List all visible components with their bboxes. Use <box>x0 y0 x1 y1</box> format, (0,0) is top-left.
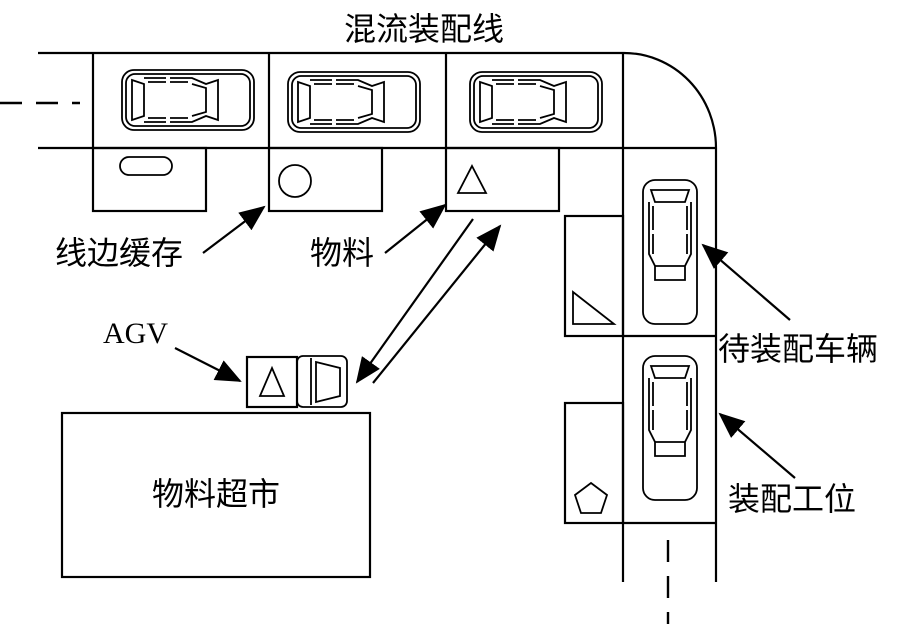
car-icon <box>642 179 698 325</box>
assembly-station-pointer-arrow <box>718 412 796 479</box>
assembly-station-label: 装配工位 <box>728 480 856 518</box>
conveyor-corner <box>623 51 718 149</box>
agv-material-triangle-icon <box>258 365 286 397</box>
material-label: 物料 <box>310 234 374 272</box>
line-side-buffer-label: 线边缓存 <box>55 234 183 272</box>
car-icon <box>121 69 255 131</box>
transport-arrow-to-line <box>372 224 502 384</box>
agv-pointer-arrow <box>174 347 242 382</box>
line-side-buffer-pointer-arrow <box>202 205 266 254</box>
material-supermarket-label: 物料超市 <box>152 475 280 513</box>
material-pentagon-icon <box>573 481 609 514</box>
agv-cab <box>296 355 348 408</box>
line-side-buffer-3 <box>444 146 561 213</box>
material-rounded-rect-icon <box>119 156 173 176</box>
vehicle-to-assemble-pointer-arrow <box>701 243 791 321</box>
material-right-triangle-icon <box>572 290 617 325</box>
material-triangle-icon <box>456 164 488 194</box>
transport-arrow-to-agv <box>355 218 474 384</box>
line-side-buffer-5 <box>563 401 625 525</box>
line-side-buffer-1 <box>91 146 208 213</box>
agv <box>245 355 348 409</box>
material-supermarket: 物料超市 <box>60 411 372 579</box>
car-icon <box>287 71 421 133</box>
agv-label: AGV <box>103 317 168 350</box>
vehicle-to-assemble-label: 待装配车辆 <box>718 330 878 368</box>
line-side-buffer-2 <box>267 146 384 213</box>
vertical-conveyor <box>621 148 718 624</box>
material-pointer-arrow <box>384 203 447 254</box>
assembly-line-title: 混流装配线 <box>344 10 504 48</box>
car-icon <box>642 355 698 501</box>
car-icon <box>469 71 603 133</box>
line-side-buffer-4 <box>563 214 625 338</box>
horizontal-conveyor <box>0 51 718 150</box>
material-circle-icon <box>278 164 312 198</box>
